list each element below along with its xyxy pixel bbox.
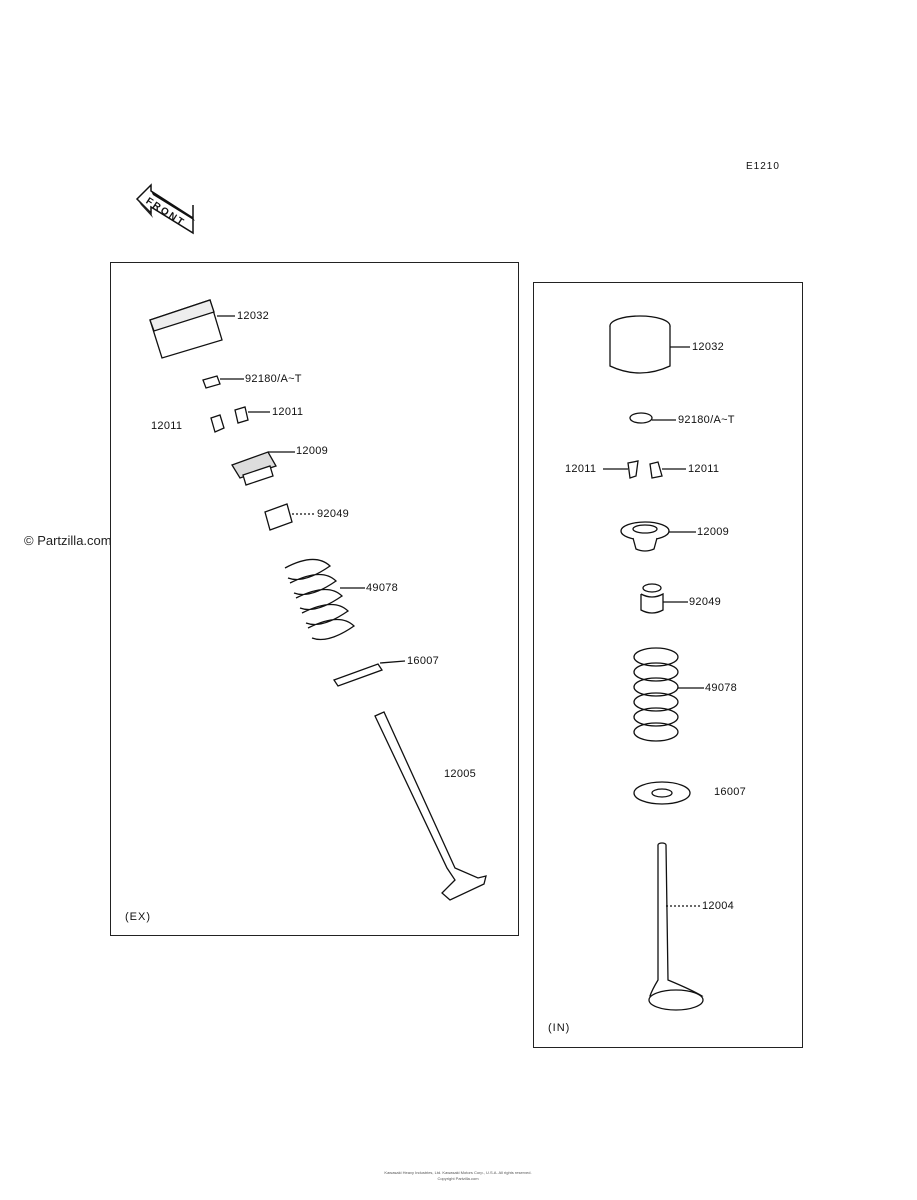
ex-shim-label: 92180/A~T bbox=[245, 373, 302, 385]
ex-retainer-label: 12009 bbox=[296, 445, 329, 457]
ex-shim-icon bbox=[202, 375, 244, 389]
footer-copyright-2: Copyright Partzilla.com bbox=[437, 1176, 479, 1181]
ex-seat-icon bbox=[333, 660, 406, 687]
in-seal-label: 92049 bbox=[689, 596, 722, 608]
ex-cotter-right-label: 12011 bbox=[272, 406, 304, 418]
in-tappet-icon bbox=[609, 315, 690, 374]
in-shim-icon bbox=[629, 412, 676, 424]
in-spring-label: 49078 bbox=[705, 682, 738, 694]
exhaust-panel bbox=[110, 262, 519, 936]
in-tappet-label: 12032 bbox=[692, 341, 725, 353]
ex-spring-icon bbox=[284, 558, 365, 641]
ex-seal-label: 92049 bbox=[317, 508, 350, 520]
in-valve-icon bbox=[648, 842, 704, 1011]
diagram-code: E1210 bbox=[746, 161, 780, 172]
ex-valve-icon bbox=[374, 711, 487, 901]
in-shim-label: 92180/A~T bbox=[678, 414, 735, 426]
footer-copyright: Kawasaki Heavy Industries, Ltd. Kawasaki… bbox=[384, 1170, 532, 1175]
ex-cotter-icon bbox=[210, 406, 270, 433]
in-seal-icon bbox=[640, 583, 688, 614]
intake-panel bbox=[533, 282, 803, 1048]
ex-retainer-icon bbox=[231, 451, 295, 486]
ex-seat-label: 16007 bbox=[407, 655, 440, 667]
watermark: © Partzilla.com bbox=[24, 533, 112, 548]
ex-seal-icon bbox=[264, 503, 315, 531]
ex-tappet-icon bbox=[149, 299, 235, 359]
ex-tappet-label: 12032 bbox=[237, 310, 270, 322]
ex-cotter-left-label: 12011 bbox=[151, 420, 183, 432]
in-seat-label: 16007 bbox=[714, 786, 747, 798]
in-cotter-icon bbox=[603, 460, 686, 479]
ex-tag: (EX) bbox=[125, 911, 151, 923]
in-cotter-left-label: 12011 bbox=[565, 463, 597, 475]
in-cotter-right-label: 12011 bbox=[688, 463, 720, 475]
in-valve-label: 12004 bbox=[702, 900, 735, 912]
ex-valve-label: 12005 bbox=[444, 768, 477, 780]
in-retainer-icon bbox=[620, 521, 696, 552]
in-seat-icon bbox=[633, 781, 691, 805]
in-tag: (IN) bbox=[548, 1022, 571, 1034]
in-spring-icon bbox=[633, 647, 704, 742]
in-retainer-label: 12009 bbox=[697, 526, 730, 538]
ex-spring-label: 49078 bbox=[366, 582, 399, 594]
